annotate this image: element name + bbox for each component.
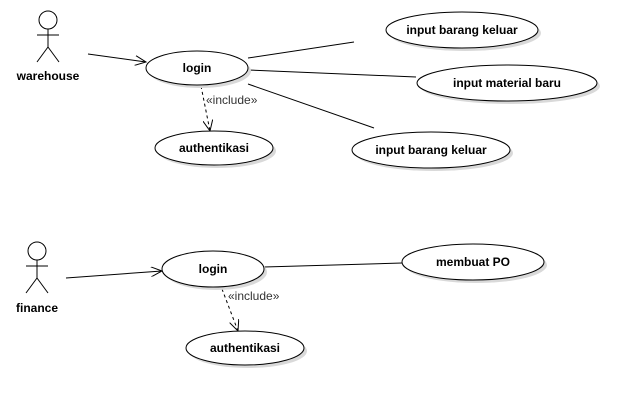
- association-login-input-material-baru: [247, 69, 417, 78]
- use-case-label: input barang keluar: [406, 23, 518, 37]
- actor-figure-icon: [25, 241, 49, 294]
- use-case-login-warehouse[interactable]: login: [145, 50, 251, 88]
- actor-finance[interactable]: finance: [16, 241, 58, 315]
- use-case-membuat-po[interactable]: membuat PO: [401, 243, 547, 283]
- association-login-membuat-po: [263, 262, 403, 268]
- actor-label-finance: finance: [16, 301, 58, 315]
- actor-label-warehouse: warehouse: [16, 69, 80, 83]
- include-arrow-finance: [221, 288, 238, 331]
- use-case-input-material-baru[interactable]: input material baru: [416, 64, 600, 104]
- use-case-label: membuat PO: [436, 255, 510, 269]
- association-login-input-barang-keluar-2: [247, 83, 375, 129]
- association-login-input-barang-keluar-1: [247, 41, 355, 59]
- include-arrow-warehouse: [200, 85, 210, 131]
- use-case-label: authentikasi: [210, 341, 280, 355]
- use-case-login-finance[interactable]: login: [161, 250, 267, 290]
- use-case-label: input material baru: [453, 76, 561, 90]
- association-finance-login: [65, 271, 162, 279]
- use-case-input-barang-keluar-1[interactable]: input barang keluar: [385, 11, 541, 51]
- use-case-authentikasi-warehouse[interactable]: authentikasi: [154, 130, 276, 168]
- actor-figure-icon: [36, 10, 60, 63]
- actor-warehouse[interactable]: warehouse: [16, 10, 80, 83]
- use-case-label: login: [199, 262, 228, 276]
- include-label-finance: «include»: [228, 289, 280, 303]
- use-case-label: authentikasi: [179, 141, 249, 155]
- use-case-input-barang-keluar-2[interactable]: input barang keluar: [351, 131, 513, 171]
- use-case-label: input barang keluar: [375, 143, 487, 157]
- use-case-authentikasi-finance[interactable]: authentikasi: [185, 330, 307, 368]
- include-label-warehouse: «include»: [206, 93, 258, 107]
- association-warehouse-login: [87, 53, 146, 62]
- use-case-label: login: [183, 61, 212, 75]
